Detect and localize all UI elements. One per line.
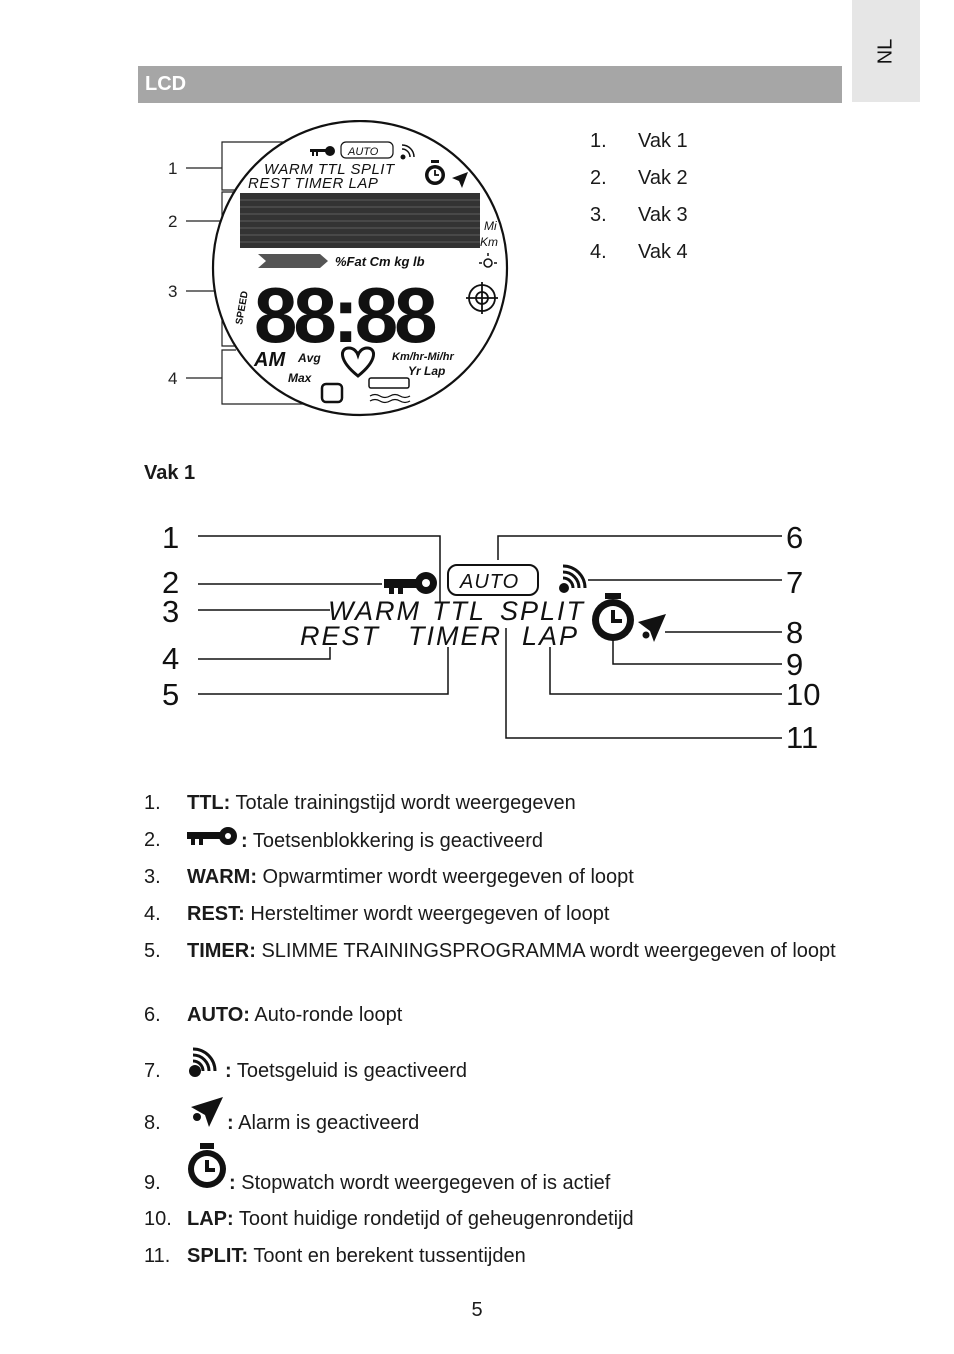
description-item: 9. : Stopwatch wordt weergegeven of is a… xyxy=(144,1143,844,1206)
lcd-auto-label: AUTO xyxy=(347,146,379,158)
term: SPLIT: xyxy=(187,1245,249,1267)
vak1-split: SPLIT xyxy=(500,596,586,626)
vak1-rest: REST xyxy=(300,621,381,651)
vak1-callout-11: 11 xyxy=(786,720,818,755)
heart-icon xyxy=(341,346,375,378)
vak1-callout-7: 7 xyxy=(786,565,803,600)
description-item: 4. REST: Hersteltimer wordt weergegeven … xyxy=(144,903,610,925)
vak1-stopwatch-icon xyxy=(592,593,634,641)
lcd-row1: WARM TTL SPLIT xyxy=(264,161,396,178)
description-item: 8. : Alarm is geactiveerd xyxy=(144,1094,844,1146)
lcd-speed-units: Km/hr-Mi/hr xyxy=(392,351,454,363)
term: LAP: xyxy=(187,1208,234,1230)
lcd-km: Km xyxy=(480,235,498,249)
page-number: 5 xyxy=(471,1299,483,1321)
vak-list-item: 1.Vak 1 xyxy=(590,130,688,152)
lcd-yr-lap: Yr Lap xyxy=(408,364,445,378)
language-tab: NL xyxy=(852,0,920,102)
lcd-mi: Mi xyxy=(484,219,497,233)
term: TTL: xyxy=(187,792,231,814)
overview-callout-2: 2 xyxy=(168,212,177,231)
lcd-dot-matrix-grid xyxy=(240,199,480,243)
vak-list: 1.Vak 1 2.Vak 2 3.Vak 3 4.Vak 4 xyxy=(590,130,688,278)
target-icon xyxy=(466,282,498,314)
vak1-lap: LAP xyxy=(522,621,579,651)
language-tab-label: NL xyxy=(874,38,897,64)
stopwatch-icon xyxy=(187,1143,229,1196)
battery-icon xyxy=(368,377,410,389)
vak1-callout-8: 8 xyxy=(786,615,803,650)
term: AUTO: xyxy=(187,1004,250,1026)
lcd-avg: Avg xyxy=(297,351,321,365)
term: : xyxy=(241,829,248,852)
description-item: 6. AUTO: Auto-ronde loopt xyxy=(144,1004,403,1026)
term: WARM: xyxy=(187,866,257,888)
sound-icon xyxy=(400,144,415,160)
lcd-auto-box xyxy=(340,141,394,159)
section-title-bar: LCD xyxy=(138,66,842,103)
vak1-auto-box xyxy=(447,564,539,596)
vak1-diagram: 1 2 3 4 5 6 7 8 9 10 11 AUTO WARM TTL xyxy=(162,520,820,755)
description-list: 1. TTL: Totale trainingstijd wordt weerg… xyxy=(144,790,844,1280)
term: REST: xyxy=(187,903,245,925)
description-item: 10. LAP: Toont huidige rondetijd of gehe… xyxy=(144,1208,634,1230)
overview-callout-4: 4 xyxy=(168,369,177,388)
memory-icon xyxy=(320,382,344,404)
vak1-callout-6: 6 xyxy=(786,520,803,555)
vak1-callout-3: 3 xyxy=(162,594,179,629)
vak-list-item: 2.Vak 2 xyxy=(590,167,688,189)
vak1-timer: TIMER xyxy=(408,621,502,651)
vak1-heading: Vak 1 xyxy=(144,462,196,484)
term: : xyxy=(225,1060,232,1082)
vak1-callout-2: 2 xyxy=(162,565,179,600)
sound-icon xyxy=(187,1043,225,1084)
section-title: LCD xyxy=(145,73,187,95)
lcd-am: AM xyxy=(253,349,286,371)
lcd-row2: REST TIMER LAP xyxy=(248,175,378,192)
description-item: 7. : Toetsgeluid is geactiveerd xyxy=(144,1042,844,1094)
backlight-icon xyxy=(479,253,497,268)
lcd-units-top: %Fat Cm kg lb xyxy=(335,254,425,269)
vak1-alarm-icon xyxy=(638,614,666,642)
description-item: 1. TTL: Totale trainingstijd wordt weerg… xyxy=(144,792,576,814)
key-icon xyxy=(310,146,335,156)
lcd-max: Max xyxy=(288,371,313,385)
vak-list-item: 4.Vak 4 xyxy=(590,241,688,263)
vak1-callout-10: 10 xyxy=(786,677,820,712)
vak1-callout-1: 1 xyxy=(162,520,179,555)
vak1-leader-lines xyxy=(198,535,782,739)
overview-callout-3: 3 xyxy=(168,282,177,301)
description-item: 11. SPLIT: Toont en berekent tussentijde… xyxy=(144,1245,526,1267)
vak1-callout-9: 9 xyxy=(786,647,803,682)
description-item: 5. TIMER: SLIMME TRAININGSPROGRAMMA word… xyxy=(144,940,836,962)
overview-callout-1: 1 xyxy=(168,159,177,178)
term: TIMER: xyxy=(187,940,256,962)
vak1-ttl: TTL xyxy=(432,596,486,626)
vak1-callout-4: 4 xyxy=(162,641,179,676)
vak1-key-icon xyxy=(384,572,437,594)
term: : xyxy=(229,1172,236,1194)
vak1-warm: WARM xyxy=(328,596,421,626)
description-item: 2. : Toetsenblokkering is geactiveerd xyxy=(144,827,844,864)
vak-list-item: 3.Vak 3 xyxy=(590,204,688,226)
lcd-arrows xyxy=(258,254,328,268)
term: : xyxy=(227,1112,234,1134)
stopwatch-icon xyxy=(425,160,445,185)
alarm-icon xyxy=(452,172,468,188)
lcd-dot-matrix xyxy=(240,193,480,248)
alarm-icon xyxy=(187,1093,227,1136)
description-item: 3. WARM: Opwarmtimer wordt weergegeven o… xyxy=(144,866,634,888)
key-icon xyxy=(187,827,241,856)
vak1-callout-5: 5 xyxy=(162,677,179,712)
vibration-icon xyxy=(369,393,411,404)
lcd-digits: 88:88 xyxy=(254,271,435,359)
lcd-overview-diagram: 1 2 3 4 AUTO WARM TTL SPLIT REST TIMER L… xyxy=(168,120,509,417)
vak1-sound-icon xyxy=(559,564,587,593)
vak1-auto-label: AUTO xyxy=(459,571,519,593)
